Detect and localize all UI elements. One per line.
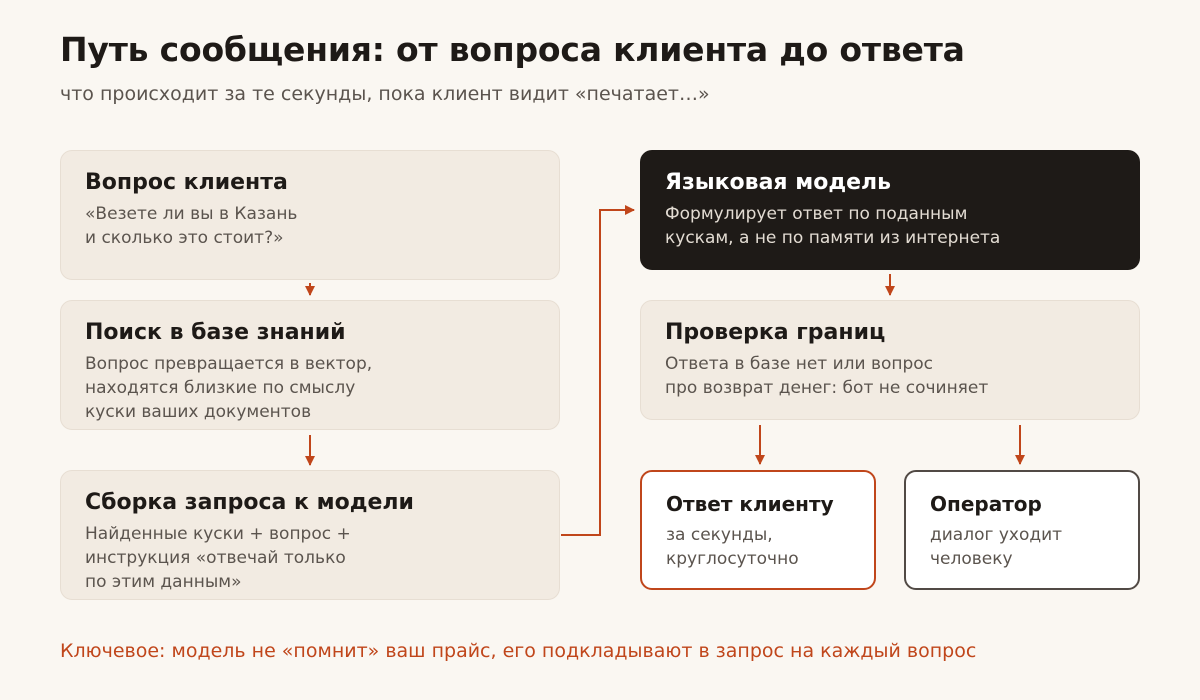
key-takeaway: Ключевое: модель не «помнит» ваш прайс, … bbox=[60, 640, 977, 662]
node-answer: Ответ клиенту за секунды, круглосуточно bbox=[640, 470, 876, 590]
arrow-assembly-to-model bbox=[561, 205, 635, 536]
node-model-text: Формулирует ответ по поданным кускам, а … bbox=[665, 204, 1001, 248]
node-model: Языковая модель Формулирует ответ по под… bbox=[640, 150, 1140, 270]
node-assembly-text: Найденные куски + вопрос + инструкция «о… bbox=[85, 524, 351, 592]
node-model-title: Языковая модель bbox=[665, 170, 892, 195]
node-check: Проверка границ Ответа в базе нет или во… bbox=[640, 300, 1140, 420]
page-subtitle: что происходит за те секунды, пока клиен… bbox=[60, 83, 710, 105]
node-question-title: Вопрос клиента bbox=[85, 170, 288, 195]
node-check-text: Ответа в базе нет или вопрос про возврат… bbox=[665, 354, 989, 398]
node-question: Вопрос клиента «Везете ли вы в Казань и … bbox=[60, 150, 560, 280]
node-check-title: Проверка границ bbox=[665, 320, 886, 345]
page-title: Путь сообщения: от вопроса клиента до от… bbox=[60, 30, 965, 69]
node-search-text: Вопрос превращается в вектор, находятся … bbox=[85, 354, 373, 422]
node-answer-text: за секунды, круглосуточно bbox=[666, 525, 799, 569]
node-assembly-title: Сборка запроса к модели bbox=[85, 490, 414, 515]
node-question-text: «Везете ли вы в Казань и сколько это сто… bbox=[85, 204, 298, 248]
node-search-title: Поиск в базе знаний bbox=[85, 320, 346, 345]
node-answer-title: Ответ клиенту bbox=[666, 492, 834, 516]
node-operator-title: Оператор bbox=[930, 492, 1042, 516]
node-assembly: Сборка запроса к модели Найденные куски … bbox=[60, 470, 560, 600]
node-operator: Оператор диалог уходит человеку bbox=[904, 470, 1140, 590]
node-search: Поиск в базе знаний Вопрос превращается … bbox=[60, 300, 560, 430]
node-operator-text: диалог уходит человеку bbox=[930, 525, 1063, 569]
